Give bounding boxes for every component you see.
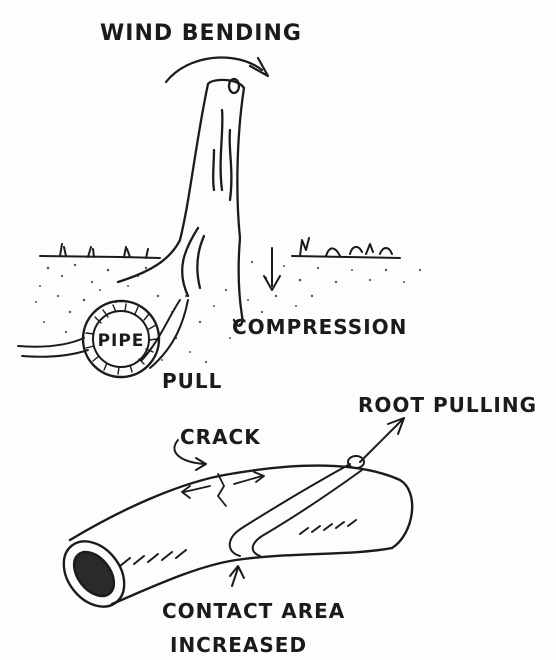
contact-area-label: CONTACT AREA: [162, 599, 345, 623]
pipe-label: PIPE: [98, 331, 145, 351]
increased-label: INCREASED: [170, 633, 307, 657]
root-pulling-label: ROOT PULLING: [358, 393, 537, 417]
compression-label: COMPRESSION: [232, 315, 407, 339]
bent-pipe: [51, 466, 412, 619]
crack-mark: [182, 472, 264, 506]
wind-arrow: [166, 58, 262, 83]
crack-label: CRACK: [180, 425, 261, 449]
pull-label: PULL: [162, 369, 222, 393]
pipe-cross-section: PIPE: [83, 301, 159, 377]
ground-line: [40, 238, 400, 258]
wind-bending-label: WIND BENDING: [100, 21, 302, 46]
root-pulling-arrow: [360, 420, 402, 462]
tree-trunk: [118, 79, 244, 326]
